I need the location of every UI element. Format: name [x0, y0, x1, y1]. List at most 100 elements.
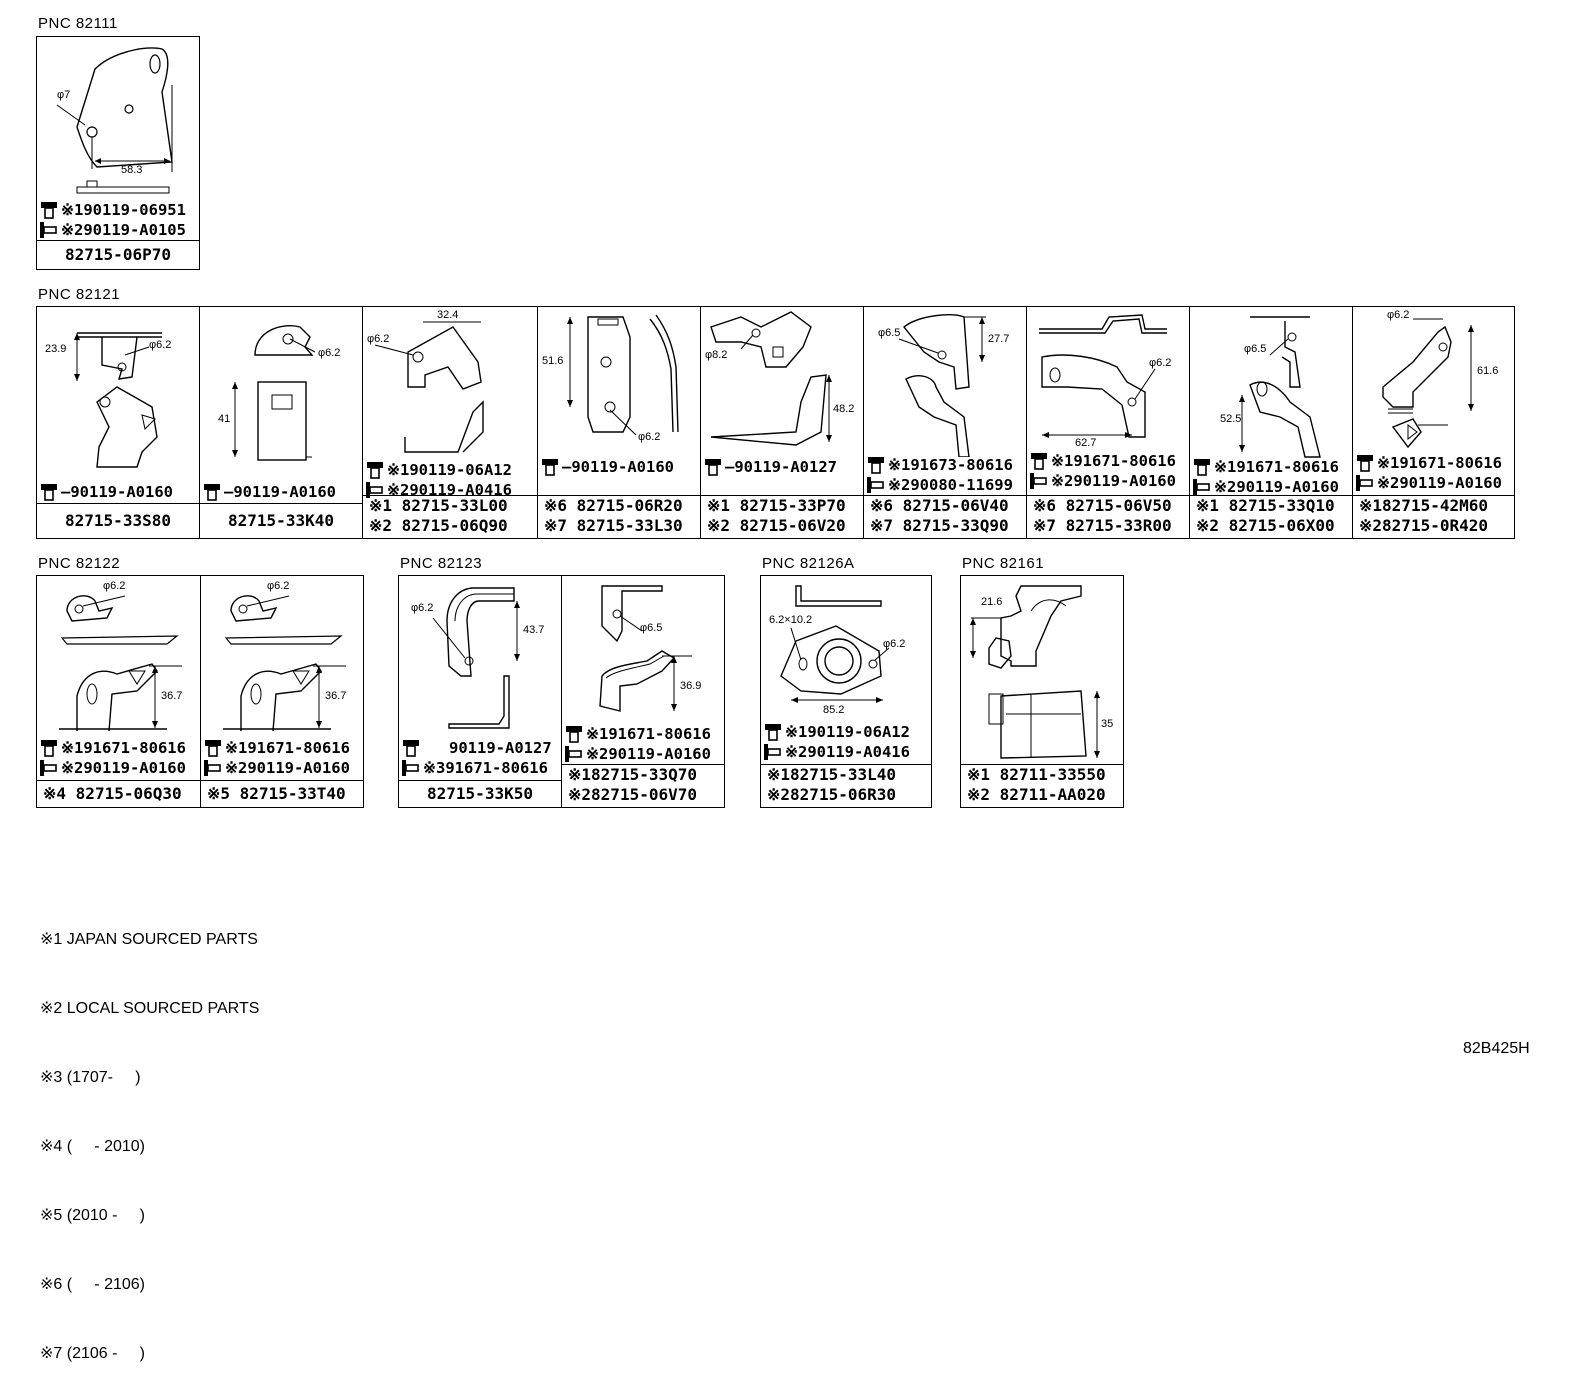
part-cell-82715-33S80[interactable]: 23.9 φ6.2 —90119-A0160 82715-33S80 — [36, 306, 200, 539]
bolt-icon — [403, 740, 419, 757]
fastener-number: —90119-A0160 — [562, 458, 674, 476]
part-cell-82715-06V40[interactable]: φ6.5 27.7 ※191673-80616 ※290080-11699 ※6… — [863, 306, 1027, 539]
dimension-label: 35 — [1101, 718, 1114, 730]
part-number[interactable]: ※7 82715-33Q90 — [870, 516, 1009, 535]
dimension-label: 21.6 — [981, 596, 1003, 608]
part-number[interactable]: ※1 82715-33P70 — [707, 496, 846, 515]
dimension-label: φ6.2 — [367, 333, 390, 345]
part-number[interactable]: ※7 82715-33L30 — [544, 516, 683, 535]
bolt-icon — [205, 740, 221, 757]
fastener-number: ※290119-A0160 — [1377, 474, 1502, 492]
part-number[interactable]: ※282715-06V70 — [568, 785, 697, 804]
part-number[interactable]: ※282715-06R30 — [767, 785, 896, 804]
part-cell-82715-33Q70[interactable]: φ6.5 36.9 ※191671-80616 ※290119-A0160 ※1… — [561, 575, 725, 808]
dimension-label: φ6.2 — [883, 638, 906, 650]
fastener-number: ※191671-80616 — [61, 739, 186, 757]
part-number-pair[interactable]: ※182715-33Q70 ※282715-06V70 — [562, 764, 724, 807]
bracket-drawing — [37, 37, 199, 212]
part-number[interactable]: 82715-33K40 — [200, 503, 362, 538]
part-number-pair[interactable]: ※1 82711-33550 ※2 82711-AA020 — [961, 764, 1123, 807]
part-number[interactable]: ※1 82711-33550 — [967, 765, 1106, 784]
bracket-drawing — [1190, 307, 1352, 462]
fastener-number: 90119-A0127 — [449, 739, 552, 757]
part-cell-82715-06Q30[interactable]: φ6.2 36.7 ※191671-80616 ※290119-A0160 ※4… — [36, 575, 201, 808]
part-number[interactable]: ※7 82715-33R00 — [1033, 516, 1172, 535]
fastener-list: —90119-A0160 — [202, 482, 336, 502]
fastener-number: ※191673-80616 — [888, 456, 1013, 474]
part-cell-82715-33K40[interactable]: φ6.2 41 —90119-A0160 82715-33K40 — [199, 306, 363, 539]
fastener-list: —90119-A0160 — [540, 457, 674, 477]
part-number[interactable]: ※4 82715-06Q30 — [37, 780, 200, 807]
dimension-label: φ6.5 — [640, 622, 663, 634]
fastener-list: —90119-A0127 — [703, 457, 837, 477]
fastener-number: ※290119-A0160 — [1214, 478, 1339, 496]
part-number[interactable]: ※6 82715-06V40 — [870, 496, 1009, 515]
part-number[interactable]: ※182715-33Q70 — [568, 765, 697, 784]
part-number[interactable]: ※2 82711-AA020 — [967, 785, 1106, 804]
diagram-reference-code: 82B425H — [1463, 1040, 1530, 1057]
part-cell-82715-06P70[interactable]: φ7 58.3 ※190119-06951 ※290119-A0105 8271… — [36, 36, 200, 270]
part-cell-82715-06V50[interactable]: φ6.2 62.7 ※191671-80616 ※290119-A0160 ※6… — [1026, 306, 1190, 539]
part-number-pair[interactable]: ※1 82715-33Q10 ※2 82715-06X00 — [1190, 495, 1352, 538]
pnc-label-82126a: PNC 82126A — [762, 555, 855, 572]
part-number[interactable]: ※182715-33L40 — [767, 765, 896, 784]
screw-icon — [204, 760, 221, 776]
screw-icon — [867, 477, 884, 493]
note-line: ※3 (1707- ) — [40, 1069, 141, 1086]
fastener-number: ※290119-A0160 — [61, 759, 186, 777]
part-number[interactable]: 82715-33S80 — [37, 503, 199, 538]
dimension-label: 6.2×10.2 — [769, 614, 813, 626]
part-number[interactable]: 82715-06P70 — [37, 240, 199, 269]
bolt-icon — [1031, 453, 1047, 470]
screw-icon — [40, 760, 57, 776]
pnc-label-82161: PNC 82161 — [962, 555, 1045, 572]
part-cell-82715-42M60[interactable]: φ6.2 61.6 ※191671-80616 ※290119-A0160 ※1… — [1352, 306, 1515, 539]
part-number-pair[interactable]: ※6 82715-06V40 ※7 82715-33Q90 — [864, 495, 1026, 538]
fastener-list: ※191671-80616 ※290119-A0160 — [1355, 453, 1502, 493]
part-number[interactable]: ※2 82715-06Q90 — [369, 516, 508, 535]
bracket-drawing — [201, 576, 363, 741]
screw-icon — [565, 746, 582, 762]
bracket-drawing — [701, 307, 863, 457]
dimension-label: 23.9 — [45, 343, 67, 355]
part-number-pair[interactable]: ※182715-33L40 ※282715-06R30 — [761, 764, 931, 807]
dimension-label: 36.7 — [325, 690, 347, 702]
part-number[interactable]: ※2 82715-06V20 — [707, 516, 846, 535]
part-number-pair[interactable]: ※6 82715-06R20 ※7 82715-33L30 — [538, 495, 700, 538]
dimension-label: φ8.2 — [705, 349, 728, 361]
bracket-drawing — [1353, 307, 1514, 457]
part-cell-82715-33L00[interactable]: φ6.2 32.4 ※190119-06A12 ※290119-A0416 ※1… — [362, 306, 538, 539]
part-number[interactable]: ※5 82715-33T40 — [201, 780, 363, 807]
part-number[interactable]: ※282715-0R420 — [1359, 516, 1488, 535]
part-number[interactable]: ※182715-42M60 — [1359, 496, 1488, 515]
part-cell-82715-33K50[interactable]: φ6.2 43.7 90119-A0127 ※391671-80616 8271… — [398, 575, 562, 808]
part-number[interactable]: ※2 82715-06X00 — [1196, 516, 1335, 535]
part-number[interactable]: ※1 82715-33Q10 — [1196, 496, 1335, 515]
part-number[interactable]: ※6 82715-06V50 — [1033, 496, 1172, 515]
part-cell-82711-33550[interactable]: 21.6 35 ※1 82711-33550 ※2 82711-AA020 — [960, 575, 1124, 808]
part-cell-82715-33Q10[interactable]: φ6.5 52.5 ※191671-80616 ※290119-A0160 ※1… — [1189, 306, 1353, 539]
dimension-label: φ6.2 — [1149, 357, 1172, 369]
part-cell-82715-33P70[interactable]: φ8.2 48.2 —90119-A0127 ※1 82715-33P70 ※2… — [700, 306, 864, 539]
bracket-drawing — [562, 576, 724, 736]
dimension-label: φ6.2 — [103, 580, 126, 592]
pnc-label-82122: PNC 82122 — [38, 555, 121, 572]
part-number[interactable]: ※6 82715-06R20 — [544, 496, 683, 515]
part-number[interactable]: 82715-33K50 — [399, 780, 561, 807]
part-cell-82715-33T40[interactable]: φ6.2 36.7 ※191671-80616 ※290119-A0160 ※5… — [200, 575, 364, 808]
note-line: ※4 ( - 2010) — [40, 1138, 145, 1155]
fastener-number: ※191671-80616 — [1377, 454, 1502, 472]
part-cell-82715-33L40[interactable]: 6.2×10.2 φ6.2 85.2 ※190119-06A12 ※290119… — [760, 575, 932, 808]
bolt-icon — [367, 462, 383, 479]
bolt-icon — [542, 459, 558, 476]
part-cell-82715-06R20[interactable]: 51.6 φ6.2 —90119-A0160 ※6 82715-06R20 ※7… — [537, 306, 701, 539]
part-number-pair[interactable]: ※1 82715-33P70 ※2 82715-06V20 — [701, 495, 863, 538]
bracket-drawing — [538, 307, 700, 457]
part-number[interactable]: ※1 82715-33L00 — [369, 496, 508, 515]
screw-icon — [1356, 475, 1373, 491]
part-number-pair[interactable]: ※1 82715-33L00 ※2 82715-06Q90 — [363, 495, 537, 538]
part-number-pair[interactable]: ※182715-42M60 ※282715-0R420 — [1353, 495, 1514, 538]
part-number-pair[interactable]: ※6 82715-06V50 ※7 82715-33R00 — [1027, 495, 1189, 538]
bracket-drawing — [864, 307, 1026, 457]
bracket-drawing — [399, 576, 561, 736]
